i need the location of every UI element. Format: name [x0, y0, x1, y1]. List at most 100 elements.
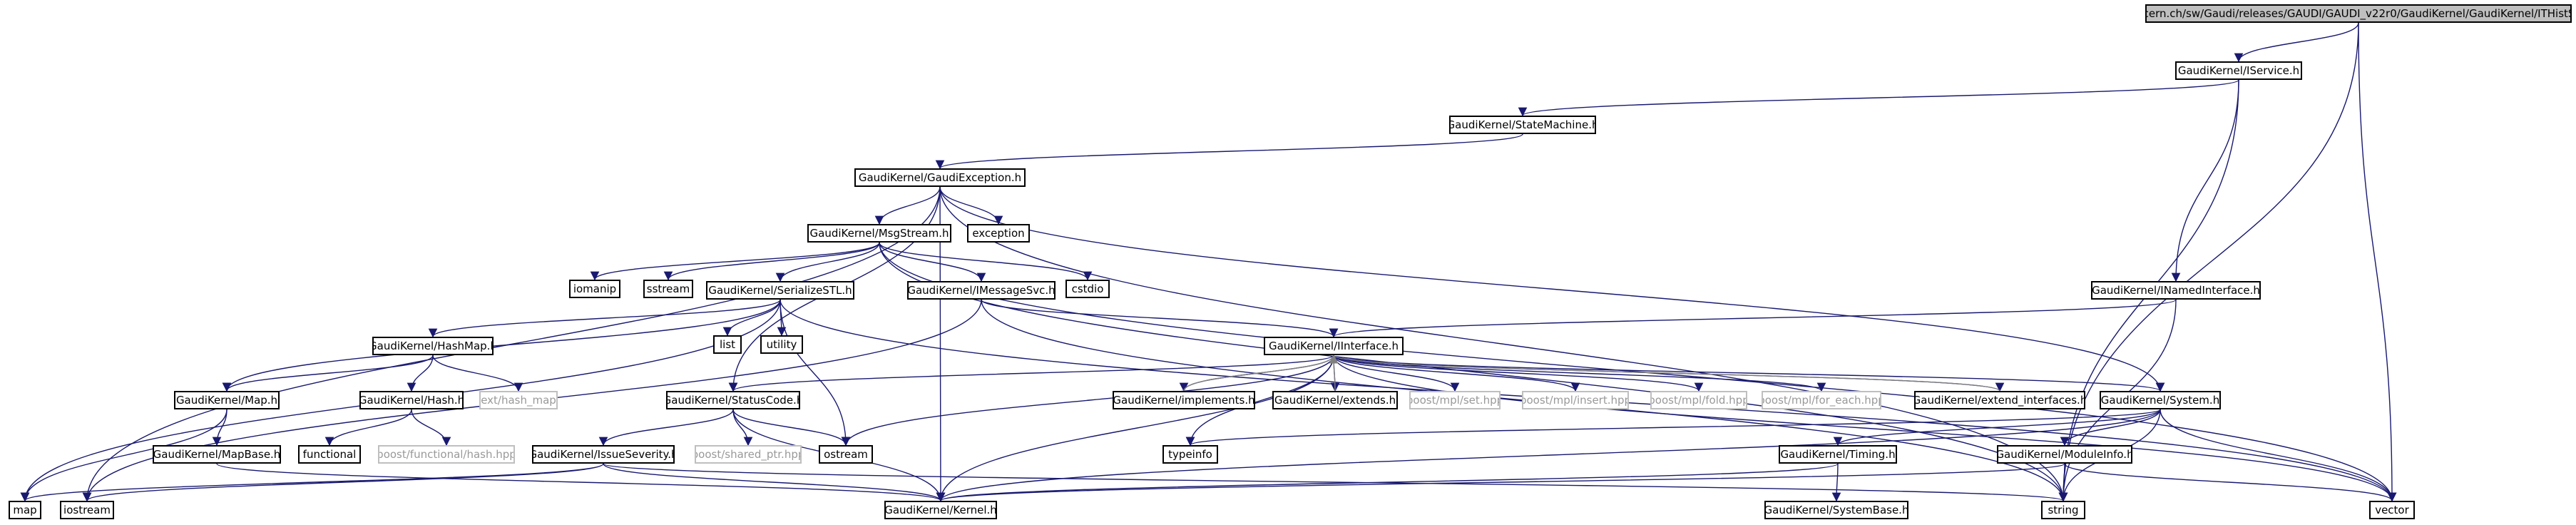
edge-issueseverity-to-kernel: [603, 463, 946, 502]
node-hashmap-h[interactable]: GaudiKernel/HashMap.h: [372, 337, 494, 355]
edge-serializestl-to-utility: [777, 299, 787, 337]
node-label: boost/mpl/set.hpp: [1409, 393, 1501, 407]
node-label: exception: [972, 226, 1025, 240]
edge-moduleinfo-to-kernel: [936, 463, 2065, 502]
node-label: boost/mpl/for_each.hpp: [1762, 393, 1881, 407]
node-label: GaudiKernel/Timing.h: [1780, 447, 1896, 461]
edge-timing-to-kernel: [936, 463, 1839, 502]
node-typeinfo[interactable]: typeinfo: [1162, 445, 1218, 464]
edge-implements-to-iinterface: [1183, 354, 1339, 392]
node-gaudiexception-h[interactable]: GaudiKernel/GaudiException.h: [854, 168, 1026, 187]
node-label: sstream: [646, 282, 690, 295]
node-label: GaudiKernel/IssueSeverity.h: [532, 447, 675, 461]
node-systembase-h[interactable]: GaudiKernel/SystemBase.h: [1764, 501, 1908, 519]
node-cstdio[interactable]: cstdio: [1065, 280, 1110, 298]
edge-system-to-vector: [2160, 409, 2397, 502]
node-label: GaudiKernel/HashMap.h: [372, 339, 494, 352]
node-label: iostream: [63, 503, 111, 516]
edge-msgstream-to-sstream: [663, 242, 880, 281]
node-iinterface-h[interactable]: GaudiKernel/IInterface.h: [1264, 337, 1404, 355]
edge-statuscode-to-issueseverity: [598, 409, 734, 447]
edge-statemachine-to-gaudiexception: [936, 133, 1523, 170]
node-label: GaudiKernel/SerializeSTL.h: [708, 283, 852, 297]
node-boost-functional-hash[interactable]: boost/functional/hash.hpp: [378, 445, 515, 464]
edge-iservice-to-statemachine: [1518, 79, 2239, 117]
edge-system-to-moduleinfo: [2060, 409, 2161, 447]
node-label: boost/shared_ptr.hpp: [695, 447, 802, 461]
edge-iinterface-to-system: [1333, 355, 2164, 392]
node-iostream[interactable]: iostream: [60, 501, 114, 519]
node-boost-mpl-set[interactable]: boost/mpl/set.hpp: [1409, 391, 1501, 409]
edge-serializestl-to-hashmap: [428, 299, 781, 338]
edge-moduleinfo-to-string: [2058, 463, 2068, 502]
edge-iinterface-to-implements: [1179, 355, 1334, 392]
edge-iinterface-to-mplfold: [1333, 355, 1704, 392]
node-label: GaudiKernel/ModuleInfo.h: [1997, 447, 2132, 461]
node-label: /afs/cern.ch/sw/Gaudi/releases/GAUDI/GAU…: [2145, 6, 2570, 20]
node-inamedinterface-h[interactable]: GaudiKernel/INamedInterface.h: [2091, 281, 2261, 300]
node-serializestl-h[interactable]: GaudiKernel/SerializeSTL.h: [706, 281, 854, 300]
node-boost-shared-ptr[interactable]: boost/shared_ptr.hpp: [695, 445, 802, 464]
edge-iinterface-to-extendinterfaces: [1333, 355, 2004, 392]
node-label: GaudiKernel/Map.h: [175, 393, 278, 407]
edge-iservice-to-inamedinterface: [2171, 79, 2239, 282]
node-iservice-h[interactable]: GaudiKernel/IService.h: [2175, 61, 2302, 80]
node-mapbase-h[interactable]: GaudiKernel/MapBase.h: [153, 445, 281, 464]
node-kernel-h[interactable]: GaudiKernel/Kernel.h: [884, 501, 997, 519]
node-boost-mpl-insert[interactable]: boost/mpl/insert.hpp: [1522, 391, 1629, 409]
node-label: GaudiKernel/Kernel.h: [884, 503, 997, 516]
edge-hash-to-boosthash: [411, 409, 451, 447]
node-functional[interactable]: functional: [298, 445, 361, 464]
edge-serializestl-to-ostream: [780, 299, 851, 447]
node-map[interactable]: map: [9, 501, 41, 519]
node-imessagesvc-h[interactable]: GaudiKernel/IMessageSvc.h: [907, 281, 1056, 300]
node-vector[interactable]: vector: [2369, 501, 2415, 519]
node-map-h[interactable]: GaudiKernel/Map.h: [174, 391, 280, 409]
node-label: GaudiKernel/IService.h: [2177, 63, 2300, 77]
node-label: boost/functional/hash.hpp: [378, 447, 515, 461]
edge-iinterface-to-extends: [1330, 355, 1340, 392]
edge-hashmap-to-hash: [407, 355, 434, 392]
node-exception[interactable]: exception: [967, 224, 1030, 243]
node-boost-mpl-fold[interactable]: boost/mpl/fold.hpp: [1650, 391, 1747, 409]
node-list[interactable]: list: [713, 335, 742, 354]
node-timing-h[interactable]: GaudiKernel/Timing.h: [1779, 445, 1897, 464]
node-extend-interfaces-h[interactable]: GaudiKernel/extend_interfaces.h: [1914, 391, 2085, 409]
node-moduleinfo-h[interactable]: GaudiKernel/ModuleInfo.h: [1997, 445, 2132, 464]
node-ext-hash-map[interactable]: ext/hash_map: [479, 391, 558, 409]
node-hash-h[interactable]: GaudiKernel/Hash.h: [359, 391, 464, 409]
node-msgstream-h[interactable]: GaudiKernel/MsgStream.h: [807, 224, 951, 243]
edge-extends-to-iinterface: [1329, 354, 1339, 392]
node-label: GaudiKernel/StateMachine.h: [1449, 118, 1596, 131]
edge-gaudiexception-to-msgstream: [874, 186, 941, 225]
node-statemachine-h[interactable]: GaudiKernel/StateMachine.h: [1449, 116, 1596, 134]
node-extends-h[interactable]: GaudiKernel/extends.h: [1272, 391, 1398, 409]
edge-serializestl-to-kmap: [222, 299, 781, 392]
edge-issueseverity-to-iostream: [83, 463, 604, 502]
edge-statuscode-to-ostream: [732, 409, 851, 447]
edge-msgstream-to-serializestl: [775, 242, 880, 282]
edge-iinterface-to-mplinsert: [1333, 355, 1580, 392]
node-system-h[interactable]: GaudiKernel/System.h: [2100, 391, 2221, 409]
edge-msgstream-to-imessagesvc: [879, 242, 986, 282]
node-utility[interactable]: utility: [760, 335, 803, 354]
node-sstream[interactable]: sstream: [643, 280, 693, 298]
node-label: GaudiKernel/SystemBase.h: [1764, 503, 1908, 516]
node-ostream[interactable]: ostream: [819, 445, 873, 464]
edge-issueseverity-to-map: [21, 463, 604, 502]
node-issueseverity-h[interactable]: GaudiKernel/IssueSeverity.h: [532, 445, 675, 464]
edge-iinterface-to-ostream: [841, 355, 1334, 447]
edge-hashmap-to-kmap: [222, 355, 434, 392]
node-boost-mpl-for-each[interactable]: boost/mpl/for_each.hpp: [1762, 391, 1881, 409]
node-label: GaudiKernel/GaudiException.h: [858, 170, 1022, 184]
node-string[interactable]: string: [2041, 501, 2085, 519]
edge-inamedinterface-to-iinterface: [1329, 299, 2177, 338]
edge-ithistsvc-to-string: [2058, 22, 2359, 502]
edge-msgstream-to-cstdio: [879, 242, 1093, 281]
node-statuscode-h[interactable]: GaudiKernel/StatusCode.h: [666, 391, 800, 409]
node-label: GaudiKernel/MapBase.h: [153, 447, 281, 461]
node-implements-h[interactable]: GaudiKernel/implements.h: [1113, 391, 1255, 409]
node-ithistsvc-h[interactable]: /afs/cern.ch/sw/Gaudi/releases/GAUDI/GAU…: [2145, 4, 2572, 23]
node-iomanip[interactable]: iomanip: [569, 280, 620, 298]
